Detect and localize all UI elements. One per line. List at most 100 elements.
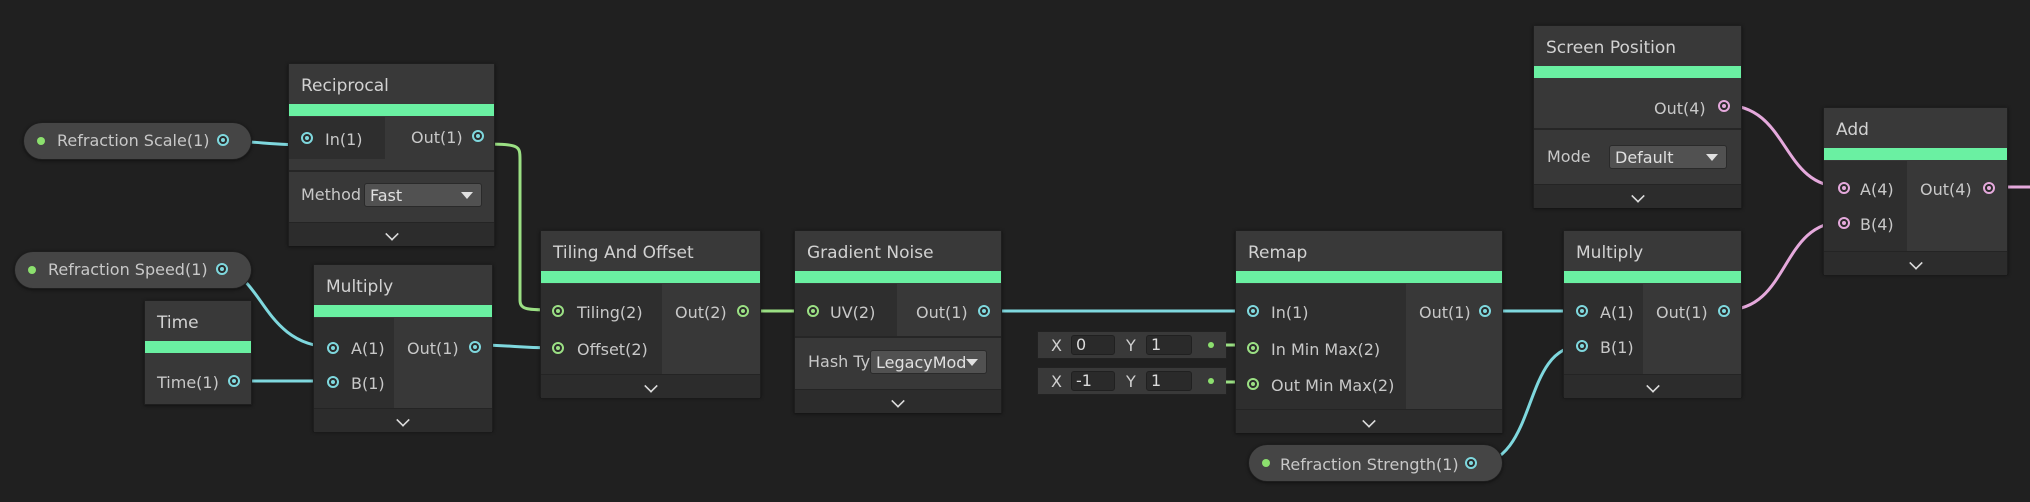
x-field[interactable]: -1 <box>1071 371 1115 391</box>
input-port-in[interactable] <box>1247 305 1259 317</box>
property-refraction-strength[interactable]: Refraction Strength(1) <box>1248 444 1503 482</box>
output-port-out[interactable] <box>1718 100 1730 112</box>
collapse-button[interactable] <box>1564 374 1741 398</box>
output-port-out[interactable] <box>1983 182 1995 194</box>
input-port-uv[interactable] <box>807 305 819 317</box>
node-preview-bar <box>1534 66 1741 78</box>
node-remap[interactable]: Remap In(1) In Min Max(2) Out Min Max(2)… <box>1235 230 1503 433</box>
output-label-time: Time(1) <box>157 373 219 392</box>
input-port-b[interactable] <box>327 376 339 388</box>
caret-down-icon <box>461 192 473 199</box>
node-preview-bar <box>145 341 251 353</box>
caret-down-icon <box>1706 154 1718 161</box>
chevron-down-icon <box>384 227 399 241</box>
collapse-button[interactable] <box>1824 251 2007 275</box>
inline-in-min-max[interactable]: X 0 Y 1 <box>1037 331 1227 359</box>
hash-type-label: Hash Ty <box>808 353 870 371</box>
input-label-a: A(1) <box>1600 303 1634 322</box>
collapse-button[interactable] <box>289 222 494 246</box>
node-tiling-and-offset[interactable]: Tiling And Offset Tiling(2) Offset(2) Ou… <box>540 230 761 398</box>
output-port-out[interactable] <box>472 130 484 142</box>
input-label-out-min-max: Out Min Max(2) <box>1271 376 1395 395</box>
node-title: Multiply <box>314 265 492 305</box>
input-label-uv: UV(2) <box>830 303 876 322</box>
collapse-button[interactable] <box>314 408 492 432</box>
input-port-b[interactable] <box>1576 340 1588 352</box>
property-dot-icon <box>28 266 36 274</box>
input-port-in-min-max[interactable] <box>1247 342 1259 354</box>
chevron-down-icon <box>643 379 658 393</box>
node-title: Gradient Noise <box>795 231 1001 271</box>
collapse-button[interactable] <box>541 374 760 398</box>
input-label-b: B(1) <box>351 374 385 393</box>
output-port-out[interactable] <box>978 305 990 317</box>
node-title: Time <box>145 301 251 341</box>
output-label-out: Out(4) <box>1654 99 1706 118</box>
input-label-b: B(4) <box>1860 215 1894 234</box>
output-port-out[interactable] <box>737 305 749 317</box>
node-multiply-1[interactable]: Multiply A(1) B(1) Out(1) <box>313 264 493 432</box>
node-preview-bar <box>541 271 760 283</box>
node-title: Screen Position <box>1534 26 1741 66</box>
input-port-a[interactable] <box>1838 182 1850 194</box>
property-out-port[interactable] <box>217 134 229 146</box>
input-port-offset[interactable] <box>552 342 564 354</box>
connector-dot-icon <box>1208 378 1214 384</box>
property-refraction-scale[interactable]: Refraction Scale(1) <box>23 122 252 160</box>
chevron-down-icon <box>1645 379 1660 393</box>
output-port-out[interactable] <box>469 341 481 353</box>
property-out-port[interactable] <box>1465 457 1477 469</box>
collapse-button[interactable] <box>1236 409 1502 433</box>
node-title: Remap <box>1236 231 1502 271</box>
property-label: Refraction Strength(1) <box>1280 455 1459 474</box>
input-label-in-min-max: In Min Max(2) <box>1271 340 1381 359</box>
input-label-a: A(1) <box>351 339 385 358</box>
property-out-port[interactable] <box>216 263 228 275</box>
node-preview-bar <box>1824 148 2007 160</box>
chevron-down-icon <box>1630 189 1645 203</box>
y-axis-label: Y <box>1126 372 1136 391</box>
input-port-a[interactable] <box>327 342 339 354</box>
property-label: Refraction Speed(1) <box>48 260 208 279</box>
hash-type-dropdown[interactable]: LegacyMod <box>870 350 987 374</box>
chevron-down-icon <box>1908 256 1923 270</box>
caret-down-icon <box>966 359 978 366</box>
mode-dropdown[interactable]: Default <box>1609 145 1727 169</box>
output-label-out: Out(1) <box>916 303 968 322</box>
input-port-tiling[interactable] <box>552 305 564 317</box>
input-port-in[interactable] <box>301 132 313 144</box>
input-port-a[interactable] <box>1576 305 1588 317</box>
node-multiply-2[interactable]: Multiply A(1) B(1) Out(1) <box>1563 230 1742 398</box>
x-axis-label: X <box>1051 336 1062 355</box>
inline-out-min-max[interactable]: X -1 Y 1 <box>1037 367 1227 395</box>
mode-value: Default <box>1615 148 1674 167</box>
chevron-down-icon <box>1362 414 1376 428</box>
node-add[interactable]: Add A(4) B(4) Out(4) <box>1823 107 2008 275</box>
x-field[interactable]: 0 <box>1071 335 1115 355</box>
method-dropdown[interactable]: Fast <box>364 183 482 207</box>
mode-label: Mode <box>1547 147 1591 166</box>
output-port-out[interactable] <box>1718 305 1730 317</box>
collapse-button[interactable] <box>1534 184 1741 208</box>
node-gradient-noise[interactable]: Gradient Noise UV(2) Out(1) Hash Ty Lega… <box>794 230 1002 413</box>
node-screen-position[interactable]: Screen Position Out(4) Mode Default <box>1533 25 1742 208</box>
property-dot-icon <box>37 137 45 145</box>
method-label: Method <box>301 185 362 204</box>
property-refraction-speed[interactable]: Refraction Speed(1) <box>14 251 252 289</box>
input-label-in: In(1) <box>325 130 363 149</box>
output-label-out: Out(2) <box>675 303 727 322</box>
y-field[interactable]: 1 <box>1146 371 1192 391</box>
input-port-out-min-max[interactable] <box>1247 378 1259 390</box>
output-port-out[interactable] <box>1479 305 1491 317</box>
input-label-b: B(1) <box>1600 338 1634 357</box>
output-label-out: Out(1) <box>407 339 459 358</box>
collapse-button[interactable] <box>795 389 1001 413</box>
input-label-in: In(1) <box>1271 303 1309 322</box>
y-field[interactable]: 1 <box>1146 335 1192 355</box>
output-port-time[interactable] <box>228 375 240 387</box>
chevron-down-icon <box>891 394 905 408</box>
node-time[interactable]: Time Time(1) <box>144 300 252 405</box>
input-port-b[interactable] <box>1838 217 1850 229</box>
node-reciprocal[interactable]: Reciprocal In(1) Out(1) Method Fast <box>288 63 495 246</box>
